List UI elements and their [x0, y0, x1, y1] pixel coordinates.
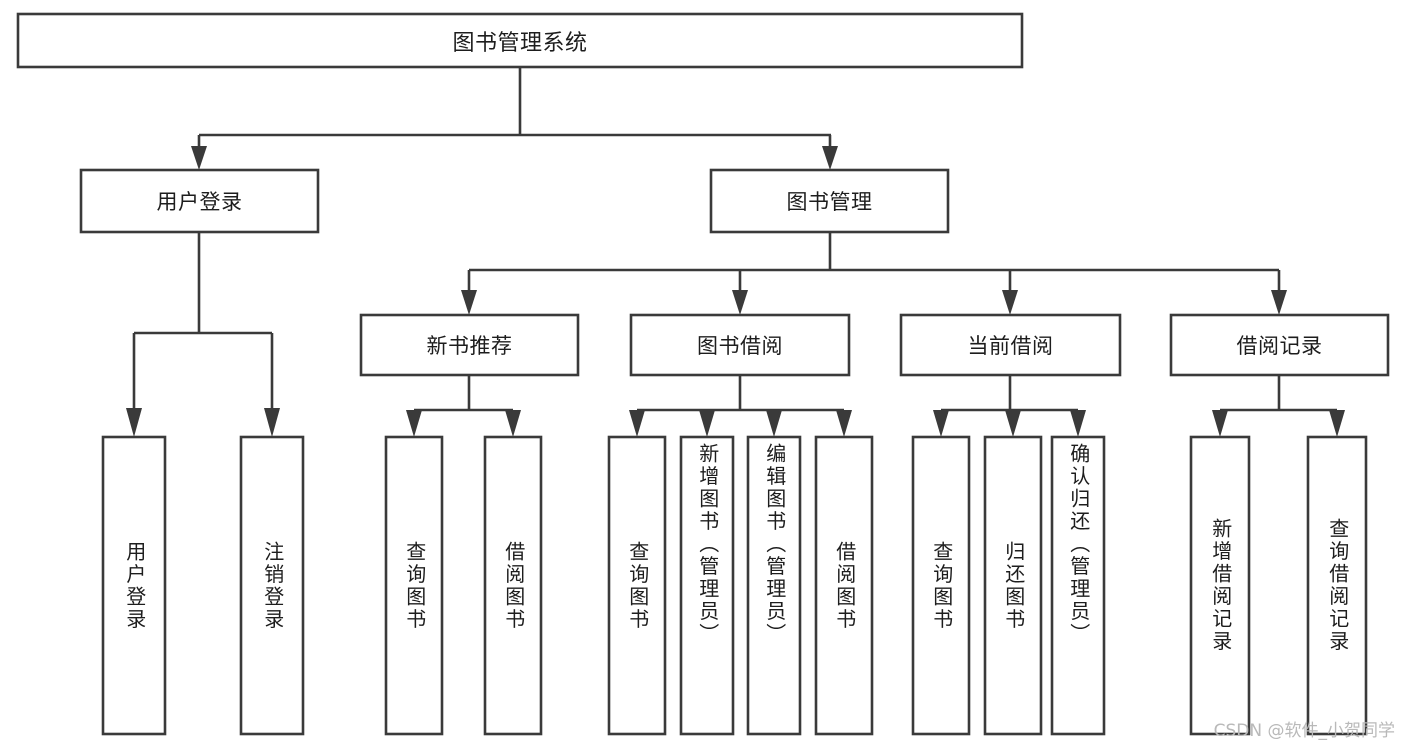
arrow-head-new-book-rec [461, 290, 477, 315]
arrow-head-borrow-record [1271, 290, 1287, 315]
node-leaf-add-book[interactable] [679, 435, 735, 736]
node-leaf-borrow-book-2[interactable] [814, 435, 874, 736]
edge-group-new-book-rec [406, 375, 521, 437]
arrow-head-leaf-return-book [1005, 410, 1021, 437]
node-book-borrow[interactable] [629, 313, 851, 377]
node-leaf-confirm-return[interactable] [1050, 435, 1106, 736]
arrow-head-leaf-user-login [126, 408, 142, 437]
node-new-book-rec[interactable] [359, 313, 580, 377]
edge-group-current-borrow [933, 375, 1086, 437]
arrow-head-current-borrow [1002, 290, 1018, 315]
csdn-watermark: CSDN @软件_小贺同学 [1213, 721, 1395, 741]
node-user-login[interactable] [79, 168, 320, 234]
node-leaf-query-book-1[interactable] [384, 435, 444, 736]
arrow-head-book-borrow [732, 290, 748, 315]
node-root[interactable] [16, 12, 1024, 69]
node-borrow-record[interactable] [1169, 313, 1390, 377]
edge-group-book-mgmt [461, 232, 1287, 315]
arrow-head-leaf-query-record [1329, 410, 1345, 437]
arrow-head-leaf-query-book-1 [406, 410, 422, 437]
edge-group-root [191, 67, 838, 170]
node-current-borrow[interactable] [899, 313, 1122, 377]
edge-group-borrow-record [1212, 375, 1345, 437]
node-leaf-query-record[interactable] [1306, 435, 1368, 736]
node-leaf-query-book-2[interactable] [607, 435, 667, 736]
node-leaf-edit-book[interactable] [746, 435, 802, 736]
node-leaf-query-book-3[interactable] [911, 435, 971, 736]
edge-group-user-login [126, 232, 280, 437]
node-book-mgmt[interactable] [709, 168, 950, 234]
node-leaf-user-login[interactable] [101, 435, 167, 736]
node-leaf-return-book[interactable] [983, 435, 1043, 736]
arrow-head-leaf-query-book-2 [629, 410, 645, 437]
edge-group-book-borrow [629, 375, 852, 437]
arrow-head-leaf-borrow-book-2 [836, 410, 852, 437]
arrow-head-leaf-confirm-return [1070, 410, 1086, 437]
arrow-head-user-login [191, 146, 207, 170]
arrow-head-leaf-borrow-book-1 [505, 410, 521, 437]
arrow-head-leaf-add-book [699, 410, 715, 437]
node-leaf-add-record[interactable] [1189, 435, 1251, 736]
arrow-head-leaf-query-book-3 [933, 410, 949, 437]
node-leaf-borrow-book-1[interactable] [483, 435, 543, 736]
arrow-head-leaf-add-record [1212, 410, 1228, 437]
arrow-head-book-mgmt [822, 146, 838, 170]
arrow-head-leaf-logout [264, 408, 280, 437]
arrow-head-leaf-edit-book [766, 410, 782, 437]
node-leaf-logout[interactable] [239, 435, 305, 736]
